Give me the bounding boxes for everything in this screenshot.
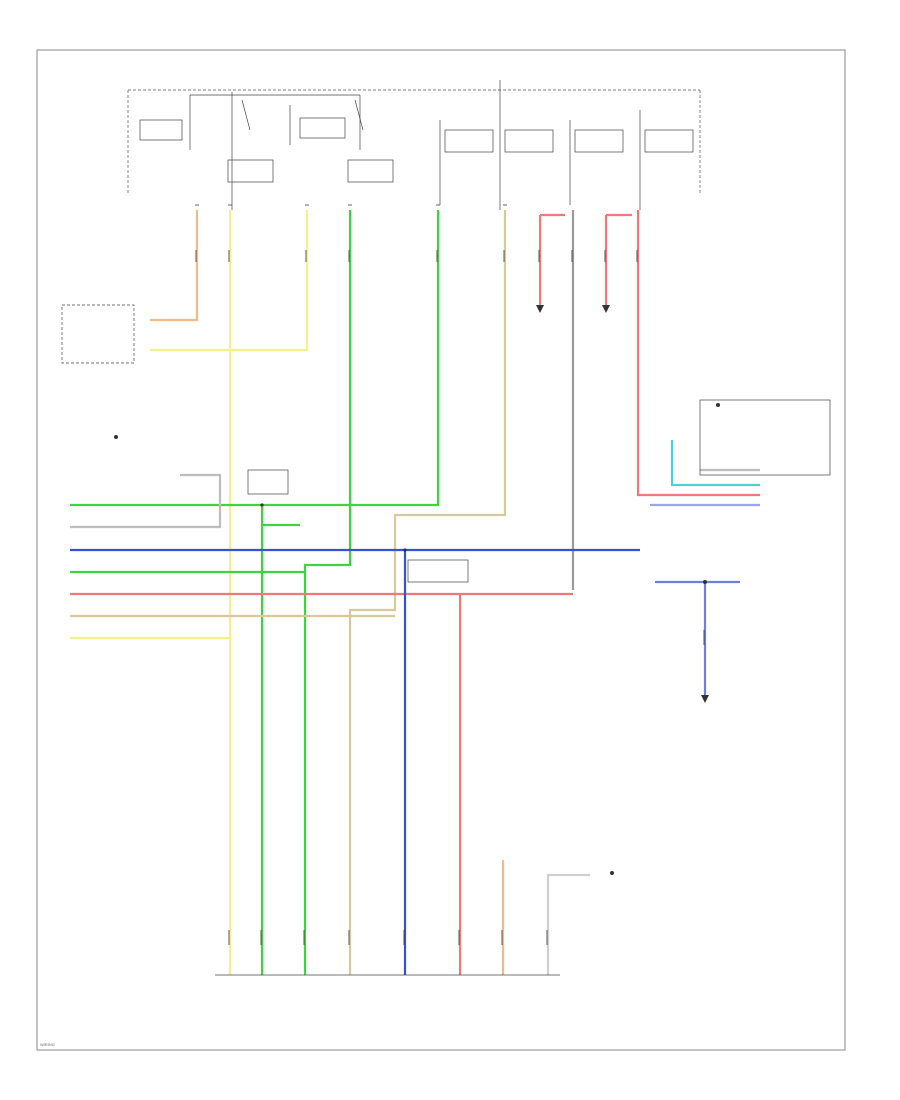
splice-box-left bbox=[247, 469, 289, 495]
footer-label: WIRING bbox=[40, 1042, 55, 1047]
wire-red-3 bbox=[636, 210, 760, 497]
wires bbox=[70, 210, 760, 975]
arrow-icon bbox=[536, 305, 544, 313]
wire-orange-left bbox=[150, 210, 199, 322]
diagram-frame bbox=[36, 49, 846, 1051]
wire-cyan-right bbox=[670, 440, 760, 487]
left-module-box bbox=[61, 304, 135, 364]
wire-red-2 bbox=[604, 213, 632, 305]
top-module bbox=[127, 80, 701, 210]
components bbox=[61, 204, 831, 945]
wire-blue-tee bbox=[655, 580, 740, 695]
bus-gray bbox=[70, 473, 222, 529]
wire-green-2 bbox=[70, 210, 440, 507]
connector-dot-icon bbox=[114, 435, 118, 439]
wire-red-1 bbox=[538, 213, 565, 305]
connector-dot-icon bbox=[703, 580, 707, 584]
splice-box-center bbox=[407, 559, 469, 583]
right-module-box bbox=[699, 399, 831, 476]
wire-green-1 bbox=[303, 210, 352, 975]
connector-dot-icon bbox=[403, 548, 407, 552]
wire-tan bbox=[348, 210, 507, 975]
arrow-icon bbox=[602, 305, 610, 313]
connector-dot-icon bbox=[610, 871, 614, 875]
connector-pins bbox=[195, 204, 705, 945]
connector-dot-icon bbox=[260, 503, 264, 507]
connector-dot-icon bbox=[716, 403, 720, 407]
arrow-icon bbox=[701, 695, 709, 703]
wire-gray-2 bbox=[546, 873, 590, 975]
wire-yellow-2 bbox=[150, 210, 309, 352]
